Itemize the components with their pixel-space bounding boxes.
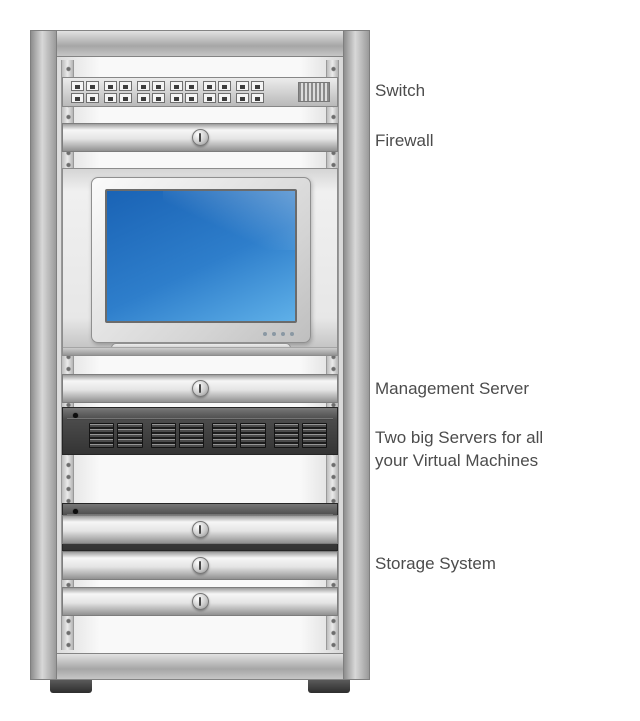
rj45-port-icon — [185, 81, 198, 91]
rj45-port-icon — [170, 81, 183, 91]
rj45-port-icon — [137, 81, 150, 91]
management-server-panel — [62, 374, 338, 403]
thumbscrew-lock-icon — [191, 521, 209, 538]
drive-tray-icon — [212, 423, 238, 448]
monitor-shelf — [62, 168, 338, 356]
annotation-labels: Switch Firewall Management Server Two bi… — [375, 0, 637, 721]
rj45-port-icon — [86, 81, 99, 91]
rj45-port-icon — [203, 93, 216, 103]
storage-panel-3 — [62, 587, 338, 616]
rack-foot-right — [308, 680, 350, 693]
rack-post-right — [343, 30, 370, 680]
monitor — [91, 177, 311, 343]
shelf-front-edge — [63, 347, 337, 355]
rack-post-left — [30, 30, 57, 680]
rj45-port-icon — [104, 81, 117, 91]
drive-tray-icon — [301, 423, 327, 448]
rj45-port-icon — [152, 93, 165, 103]
screen-glare — [163, 191, 295, 250]
server-unit-1 — [62, 407, 338, 455]
label-big-servers-line2: your Virtual Machines — [375, 451, 539, 470]
rj45-port-icon — [203, 81, 216, 91]
rj45-port-icon — [119, 81, 132, 91]
label-switch: Switch — [375, 81, 426, 100]
rj45-port-icon — [236, 93, 249, 103]
rack-bottom-beam — [56, 653, 344, 680]
monitor-buttons — [263, 332, 294, 336]
server-drive-row — [89, 423, 327, 448]
rj45-port-icon — [71, 93, 84, 103]
rj45-port-icon — [185, 93, 198, 103]
storage-panel-2 — [62, 551, 338, 580]
drive-tray-icon — [273, 423, 299, 448]
monitor-button-icon — [281, 332, 285, 336]
switch-port-row — [71, 93, 267, 103]
rj45-port-icon — [104, 93, 117, 103]
rj45-port-icon — [170, 93, 183, 103]
thumbscrew-lock-icon — [191, 129, 209, 146]
server-bezel-ridge — [67, 418, 333, 420]
drive-tray-icon — [150, 423, 176, 448]
drive-tray-icon — [117, 423, 143, 448]
rj45-port-icon — [137, 93, 150, 103]
storage-panel-1 — [62, 515, 338, 544]
rj45-port-icon — [218, 93, 231, 103]
drive-tray-icon — [89, 423, 115, 448]
rack-top-beam — [56, 30, 344, 57]
thumbscrew-lock-icon — [191, 593, 209, 610]
rj45-port-icon — [251, 81, 264, 91]
drive-tray-icon — [178, 423, 204, 448]
label-firewall: Firewall — [375, 131, 434, 150]
rj45-port-icon — [251, 93, 264, 103]
rj45-port-icon — [86, 93, 99, 103]
switch-port-grid — [71, 81, 267, 103]
switch-unit — [62, 77, 338, 107]
rj45-port-icon — [152, 81, 165, 91]
thumbscrew-lock-icon — [191, 557, 209, 574]
power-led-icon — [73, 413, 78, 418]
switch-port-row — [71, 81, 267, 91]
firewall-panel — [62, 123, 338, 152]
monitor-button-icon — [272, 332, 276, 336]
vent-grille-icon — [298, 82, 330, 102]
monitor-button-icon — [263, 332, 267, 336]
rj45-port-icon — [218, 81, 231, 91]
label-big-servers: Two big Servers for all your Virtual Mac… — [375, 426, 543, 472]
rack-foot-left — [50, 680, 92, 693]
rj45-port-icon — [119, 93, 132, 103]
power-led-icon — [73, 509, 78, 514]
label-management-server: Management Server — [375, 379, 530, 398]
monitor-screen — [105, 189, 297, 323]
label-big-servers-line1: Two big Servers for all — [375, 428, 544, 447]
drive-tray-icon — [240, 423, 266, 448]
rj45-port-icon — [236, 81, 249, 91]
rj45-port-icon — [71, 81, 84, 91]
label-storage-system: Storage System — [375, 554, 496, 573]
monitor-power-button-icon — [290, 332, 294, 336]
thumbscrew-lock-icon — [191, 380, 209, 397]
